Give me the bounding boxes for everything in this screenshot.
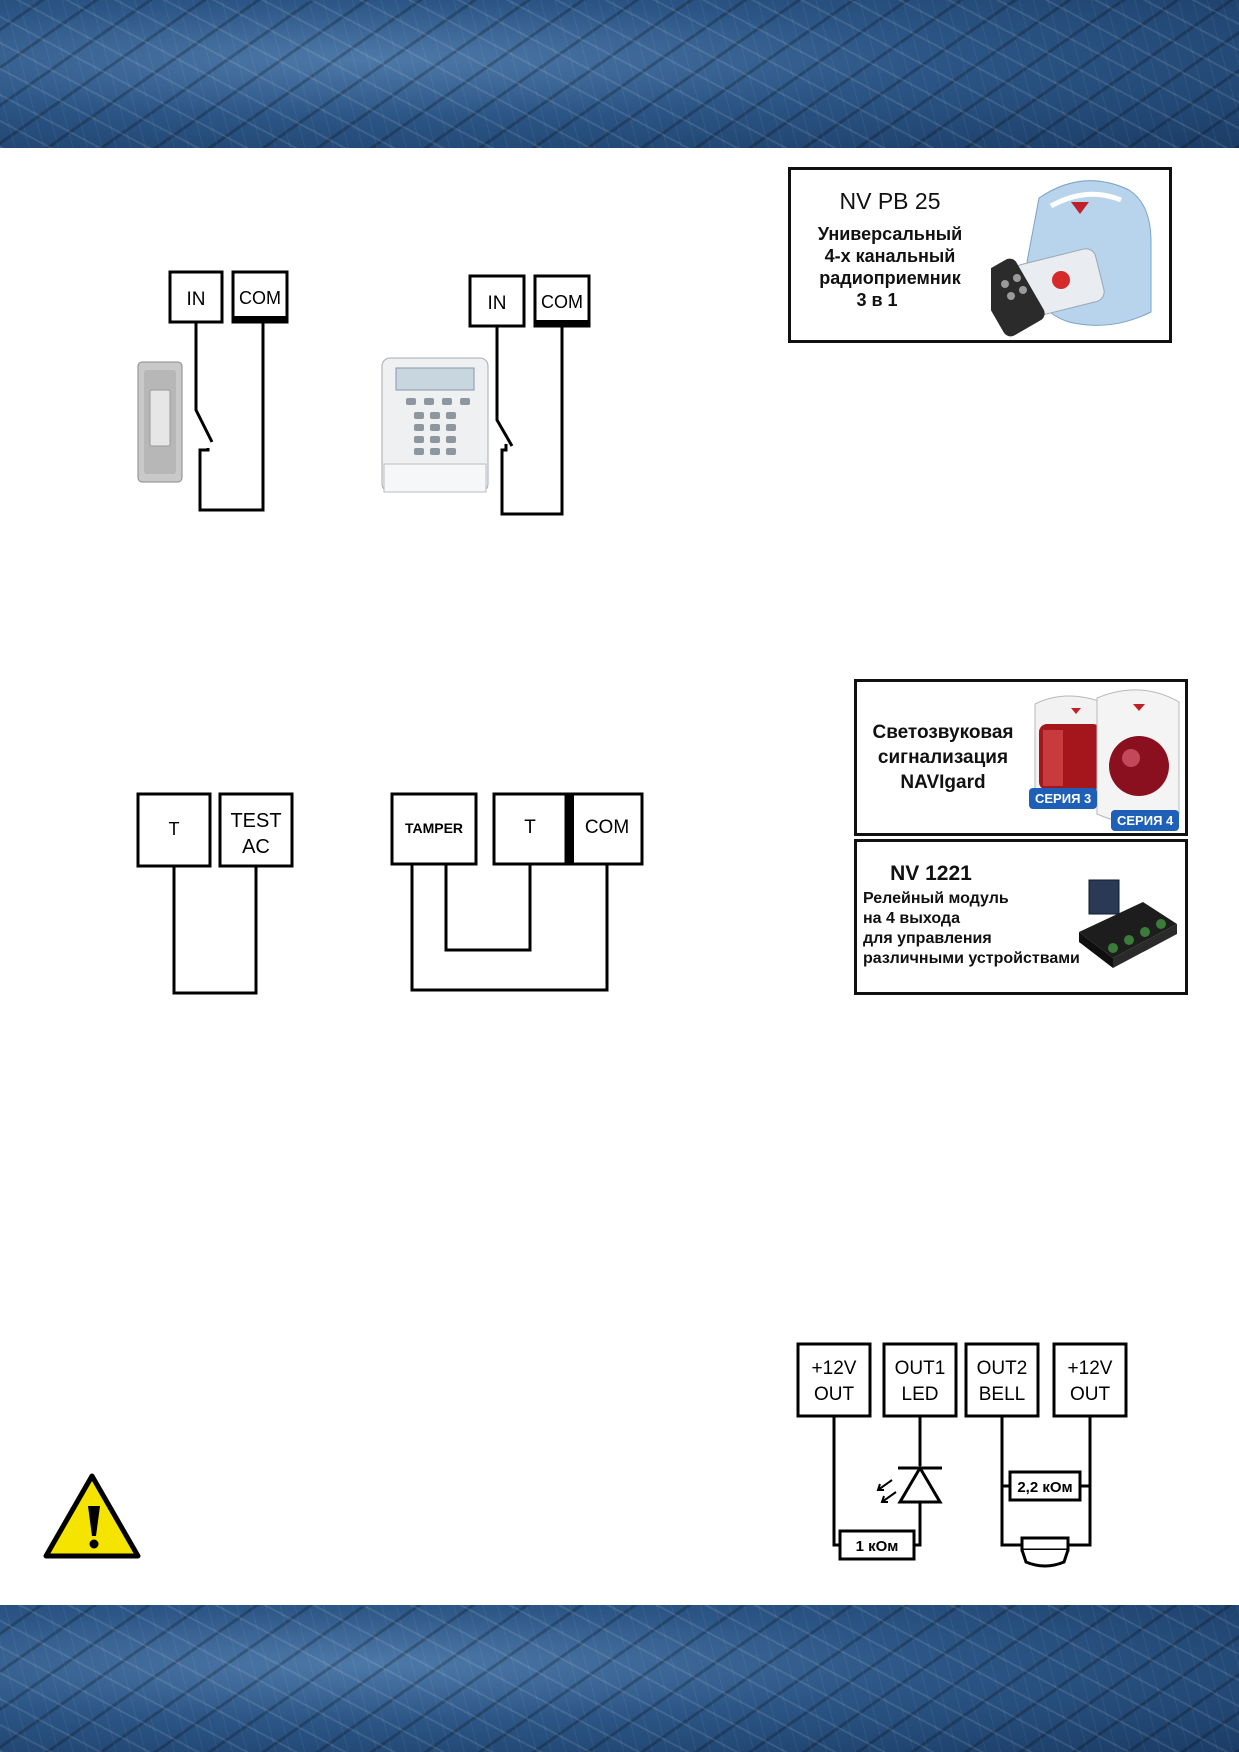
relay-product-image	[1079, 879, 1177, 968]
button-wiring: IN COM	[137, 270, 289, 512]
siren-product-image	[1034, 689, 1180, 824]
com-label-3: COM	[585, 817, 629, 838]
t-label-2: T	[524, 817, 536, 838]
ac-label: AC	[242, 836, 270, 858]
ad-receiver-line3: радиоприемник	[819, 268, 961, 288]
warning-icon	[43, 1473, 141, 1559]
keypad-device	[381, 357, 489, 493]
ad-relay-line4: различными устройствами	[863, 950, 1080, 967]
terminal-2-line2: LED	[902, 1384, 939, 1405]
ad-relay-line2: на 4 выхода	[863, 910, 960, 927]
ad-relay-line1: Релейный модуль	[863, 890, 1009, 907]
ad-siren[interactable]: Светозвуковая сигнализация NAVIgard СЕРИ…	[854, 679, 1188, 836]
t-label: T	[169, 819, 180, 839]
tamper-right-wiring: TAMPER T COM	[390, 792, 644, 992]
test-label: TEST	[230, 810, 281, 832]
terminal-2-line1: OUT1	[895, 1358, 946, 1379]
keypad-wiring: IN COM	[381, 274, 591, 516]
resistor-1k-label: 1 кОм	[856, 1538, 899, 1555]
terminal-1-line1: +12V	[812, 1358, 857, 1379]
tamper-label: TAMPER	[405, 820, 463, 836]
ad-siren-line3: NAVIgard	[900, 772, 986, 793]
ad-receiver-title: NV PB 25	[839, 188, 941, 214]
com-label: COM	[239, 288, 281, 308]
ad-receiver[interactable]: NV PB 25 Универсальный 4-х канальный рад…	[788, 167, 1172, 343]
resistor-2k2-label: 2,2 кОм	[1017, 1479, 1072, 1496]
terminal-4-line2: OUT	[1070, 1384, 1111, 1405]
terminal-1-line2: OUT	[814, 1384, 855, 1405]
ad-receiver-line1: Универсальный	[817, 224, 963, 244]
terminal-4-line1: +12V	[1068, 1358, 1113, 1379]
ad-siren-line1: Светозвуковая	[872, 722, 1014, 743]
ad-siren-line2: сигнализация	[877, 747, 1009, 768]
ad-relay-line3: для управления	[863, 930, 992, 947]
terminal-3-line2: BELL	[979, 1384, 1025, 1405]
receiver-product-image	[991, 180, 1152, 337]
terminal-3-line1: OUT2	[977, 1358, 1028, 1379]
series-4-badge: СЕРИЯ 4	[1111, 810, 1180, 831]
ad-relay[interactable]: NV 1221 Релейный модуль на 4 выхода для …	[854, 839, 1188, 995]
ad-relay-title: NV 1221	[890, 862, 972, 885]
in-label: IN	[187, 289, 206, 310]
in-label-2: IN	[488, 293, 507, 314]
ad-receiver-line2: 4-х канальный	[824, 246, 956, 266]
com-label-2: COM	[541, 292, 583, 312]
push-button-device	[137, 361, 183, 483]
led-symbol	[876, 1465, 943, 1504]
bottom-banner	[0, 1605, 1239, 1752]
outputs-wiring: +12V OUT OUT1 LED OUT2 BELL +12V OUT 1 к…	[796, 1342, 1128, 1568]
siren-symbol	[1020, 1536, 1070, 1568]
tamper-left-wiring: T TEST AC	[136, 792, 294, 995]
ad-receiver-line4: 3 в 1	[856, 290, 898, 310]
series-3-badge: СЕРИЯ 3	[1029, 788, 1098, 809]
top-banner	[0, 0, 1239, 148]
